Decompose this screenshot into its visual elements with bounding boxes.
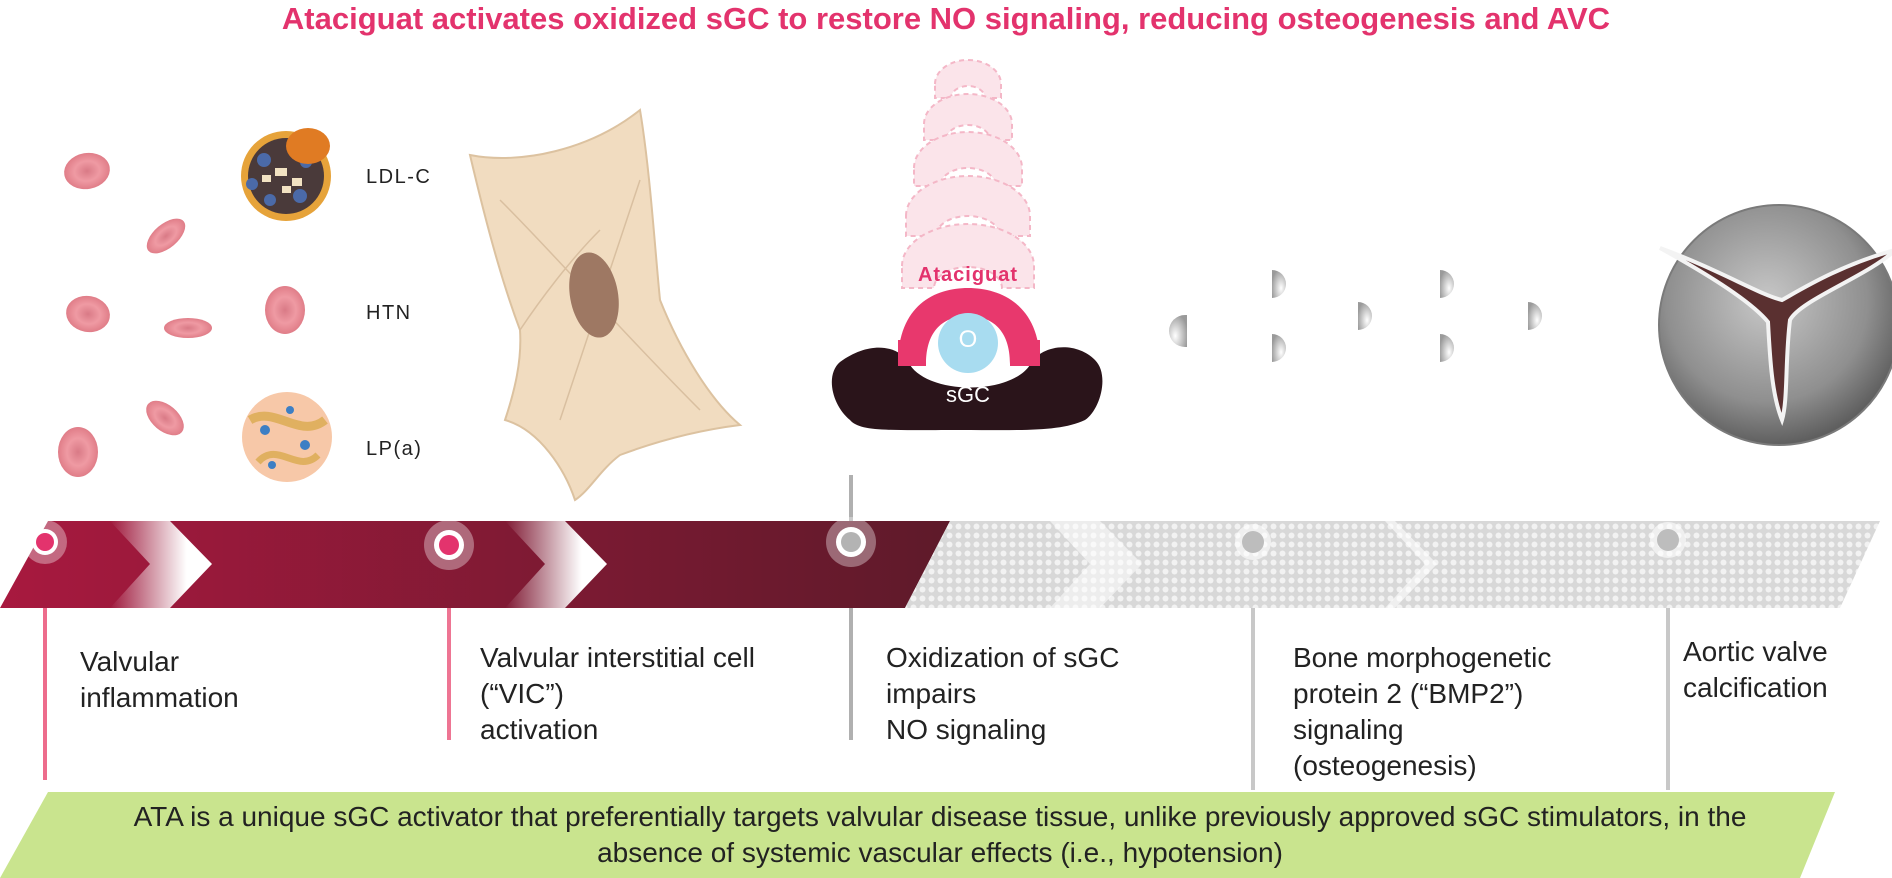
oxygen-icon <box>938 313 998 373</box>
step-aortic-valve-calcification: Aortic valve calcification <box>1683 636 1828 703</box>
label-ldl-c: LDL-C <box>366 166 432 188</box>
step-bmp2-signaling: Bone morphogenetic protein 2 (“BMP2”) si… <box>1293 642 1552 781</box>
chevron-1 <box>110 521 212 608</box>
oxygen-label: O <box>958 326 978 353</box>
sgc-enzyme-icon <box>831 347 1103 431</box>
ldl-particle-icon <box>241 128 331 221</box>
chevron-2 <box>505 521 607 608</box>
figure-title: Ataciguat activates oxidized sGC to rest… <box>281 1 1611 36</box>
sgc-label: sGC <box>946 382 990 407</box>
signaling-balls-icon <box>1169 270 1542 362</box>
summary-banner <box>0 792 1835 878</box>
step-valvular-inflammation: Valvular inflammation <box>80 646 239 713</box>
label-htn: HTN <box>366 302 412 324</box>
red-blood-cell-icon <box>58 152 305 477</box>
aortic-valve-icon <box>1658 204 1892 446</box>
ataciguat-icon <box>898 288 1040 364</box>
interstitial-cell-icon <box>468 108 743 502</box>
timeline-band <box>0 521 1880 608</box>
lipoprotein-a-icon <box>242 392 332 482</box>
summary-banner-text: ATA is a unique sGC activator that prefe… <box>133 801 1747 868</box>
step-vic-activation: Valvular interstitial cell (“VIC”) activ… <box>480 642 755 745</box>
ataciguat-label: Ataciguat <box>917 264 1019 286</box>
chevron-4 <box>1385 521 1437 608</box>
step-sgc-oxidization: Oxidization of sGC impairs NO signaling <box>886 642 1120 745</box>
timeline-markers <box>23 517 1686 570</box>
ataciguat-trail <box>901 59 1035 289</box>
label-lpa: LP(a) <box>366 438 423 460</box>
chevron-3 <box>1050 521 1142 608</box>
